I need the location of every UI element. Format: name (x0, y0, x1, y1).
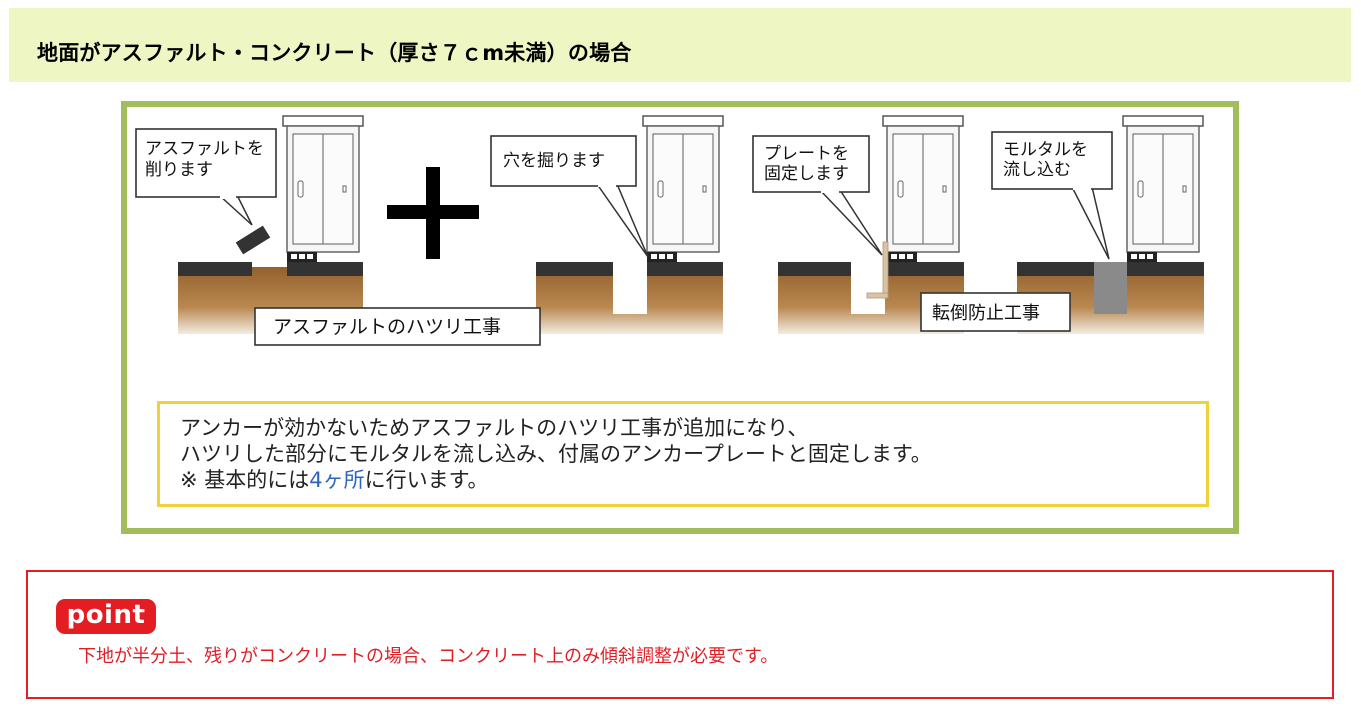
mortar-fill-icon (1094, 262, 1127, 314)
note-line-3: ※ 基本的には4ヶ所に行います。 (180, 467, 1186, 493)
section-header: 地面がアスファルト・コンクリート（厚さ７ｃm未満）の場合 (9, 8, 1351, 82)
note-line-3-suffix: に行います。 (364, 468, 489, 492)
callout-dig: 穴を掘ります (490, 135, 649, 258)
step-label-tentou-text: 転倒防止工事 (932, 303, 1040, 324)
step-label-hatsuri-text: アスファルトのハツリ工事 (273, 316, 501, 338)
note-line-2: ハツリした部分にモルタルを流し込み、付属のアンカープレートと固定します。 (180, 442, 932, 466)
point-text: 下地が半分土、残りがコンクリートの場合、コンクリート上のみ傾斜調整が必要です。 (78, 646, 779, 667)
step-label-hatsuri: アスファルトのハツリ工事 (254, 307, 541, 346)
callout-scrape: アスファルトを 削ります (135, 128, 277, 226)
panel-dig (536, 115, 724, 334)
asphalt-chunk-icon (235, 225, 271, 255)
plus-icon (387, 167, 479, 259)
note-line-1: アンカーが効かないためアスファルトのハツリ工事が追加になり、 (180, 416, 809, 440)
step-label-tentou: 転倒防止工事 (920, 292, 1071, 332)
point-badge: point (56, 599, 156, 634)
callout-plate: プレートを 固定します (752, 135, 883, 256)
callout-plate-line2: 固定します (764, 164, 849, 184)
callout-mortar: モルタルを 流し込む (991, 131, 1113, 260)
callout-mortar-line2: 流し込む (1003, 160, 1071, 180)
diagram-illustration: アスファルトを 削ります 穴を掘ります プレートを 固定します モルタルを 流し… (135, 115, 1204, 346)
installation-diagram: アスファルトを 削ります 穴を掘ります プレートを 固定します モルタルを 流し… (121, 101, 1239, 534)
note-line-3-prefix: ※ 基本的には (180, 468, 310, 492)
callout-plate-line1: プレートを (764, 144, 849, 164)
callout-dig-line1: 穴を掘ります (503, 151, 605, 171)
note-anchor-count: 4ヶ所 (309, 468, 365, 492)
callout-scrape-line2: 削ります (145, 160, 213, 180)
callout-mortar-line1: モルタルを (1003, 140, 1088, 160)
callout-scrape-line1: アスファルトを (145, 139, 264, 159)
explanation-note: アンカーが効かないためアスファルトのハツリ工事が追加になり、 ハツリした部分にモ… (157, 401, 1209, 507)
anchor-plate-icon (882, 241, 889, 299)
point-box: point 下地が半分土、残りがコンクリートの場合、コンクリート上のみ傾斜調整が… (26, 570, 1334, 699)
section-title: 地面がアスファルト・コンクリート（厚さ７ｃm未満）の場合 (37, 41, 632, 65)
